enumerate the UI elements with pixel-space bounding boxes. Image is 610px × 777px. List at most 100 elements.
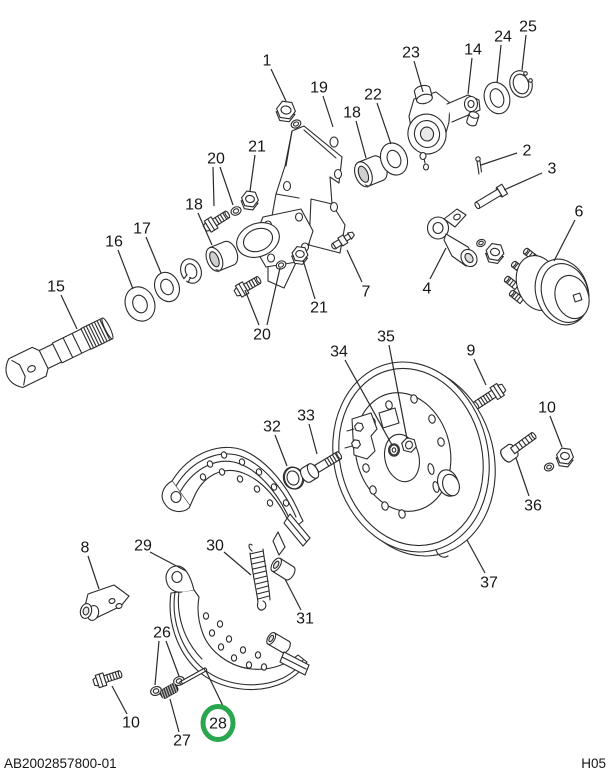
callout-part-10[interactable]: 10 <box>538 400 563 448</box>
callout-part-22[interactable]: 22 <box>364 87 392 145</box>
leader-line <box>244 289 260 326</box>
diagram-artwork <box>5 68 590 700</box>
part-washer-17 <box>153 271 181 303</box>
part-number: 1 <box>263 53 272 70</box>
callout-part-33[interactable]: 33 <box>297 408 318 455</box>
part-number: 27 <box>173 733 191 750</box>
part-number: 15 <box>47 279 65 296</box>
callout-part-8[interactable]: 8 <box>81 540 100 590</box>
part-bolt-20 <box>233 276 262 298</box>
leader-line <box>169 698 180 733</box>
callout-part-4[interactable]: 4 <box>423 247 447 298</box>
leader-line <box>145 236 162 274</box>
part-number: 30 <box>206 538 224 555</box>
part-number: 34 <box>330 344 348 361</box>
callout-part-34[interactable]: 34 <box>330 344 393 446</box>
leader-line <box>266 267 281 326</box>
callout-part-14[interactable]: 14 <box>464 42 482 95</box>
callout-part-18[interactable]: 18 <box>343 105 367 159</box>
part-camshaft-15 <box>5 317 114 389</box>
callout-part-7[interactable]: 7 <box>346 249 371 301</box>
part-washer <box>476 238 486 248</box>
callout-part-27[interactable]: 27 <box>169 698 191 750</box>
leader-line <box>205 670 225 709</box>
leader-line <box>473 358 487 386</box>
callout-part-31[interactable]: 31 <box>284 578 314 628</box>
callout-part-16[interactable]: 16 <box>105 234 134 290</box>
leader-line <box>223 551 252 576</box>
callout-part-21[interactable]: 21 <box>248 139 266 192</box>
part-roller-31 <box>270 557 296 581</box>
part-number: 8 <box>81 540 90 557</box>
part-slack-adjuster-23 <box>407 84 481 171</box>
part-bolt-36 <box>500 432 537 463</box>
part-number: 32 <box>263 419 281 436</box>
part-snap-ring-25 <box>509 68 535 98</box>
part-number: 25 <box>519 19 537 36</box>
part-number: 14 <box>464 42 482 59</box>
callout-part-21[interactable]: 21 <box>302 259 328 317</box>
callout-part-19[interactable]: 19 <box>310 80 334 128</box>
part-number: 26 <box>153 625 171 642</box>
part-brake-chamber-6 <box>503 247 590 326</box>
callout-part-37[interactable]: 37 <box>466 539 498 592</box>
part-washer-24 <box>483 81 511 115</box>
callout-part-30[interactable]: 30 <box>206 538 252 576</box>
part-number: 20 <box>207 151 225 168</box>
part-return-spring-30 <box>248 543 271 611</box>
callout-part-17[interactable]: 17 <box>133 221 162 274</box>
part-number: 29 <box>134 538 152 555</box>
part-clevis-pin-3 <box>474 183 509 210</box>
part-number: 9 <box>467 343 476 360</box>
leader-line <box>521 34 527 71</box>
callout-part-36[interactable]: 36 <box>515 457 542 515</box>
callout-part-9[interactable]: 9 <box>467 343 487 386</box>
part-number: 10 <box>122 715 140 732</box>
leader-line <box>466 539 486 574</box>
part-number: 36 <box>524 498 542 515</box>
callout-part-35[interactable]: 35 <box>377 329 408 440</box>
part-number: 6 <box>575 204 584 221</box>
callout-part-6[interactable]: 6 <box>553 204 584 262</box>
part-anchor-nut-35 <box>401 437 417 453</box>
callout-part-29[interactable]: 29 <box>134 538 187 572</box>
leader-line <box>284 578 302 611</box>
callout-part-23[interactable]: 23 <box>402 45 424 93</box>
callout-part-28[interactable]: 28 <box>200 670 236 742</box>
part-number: 21 <box>248 139 266 156</box>
part-lock-washer-20 <box>230 206 242 216</box>
part-washer <box>290 119 302 129</box>
leader-line <box>429 247 447 280</box>
leader-line <box>549 415 563 448</box>
highlight-circle <box>200 704 236 742</box>
callout-part-26[interactable]: 26 <box>153 625 180 686</box>
part-cotter-pin-2 <box>475 156 483 175</box>
part-spring-27 <box>159 682 179 700</box>
callout-part-20[interactable]: 20 <box>207 151 234 207</box>
part-number: 35 <box>377 329 395 346</box>
callout-part-10[interactable]: 10 <box>111 685 140 732</box>
part-number: 10 <box>538 400 556 417</box>
callout-part-25[interactable]: 25 <box>519 19 537 71</box>
part-number: 31 <box>296 611 314 628</box>
callout-part-3[interactable]: 3 <box>503 161 557 191</box>
document-number: AB2002857800-01 <box>4 756 117 771</box>
leader-line <box>480 152 518 166</box>
part-bolt-9 <box>473 382 507 410</box>
leader-line <box>388 344 408 440</box>
part-brake-shoe-upper <box>161 446 311 556</box>
part-number: 33 <box>297 408 315 425</box>
callout-part-2[interactable]: 2 <box>480 143 532 166</box>
callout-part-20[interactable]: 20 <box>244 267 281 344</box>
callout-part-32[interactable]: 32 <box>263 419 288 467</box>
callout-part-1[interactable]: 1 <box>263 53 287 102</box>
callout-part-18[interactable]: 18 <box>185 197 213 246</box>
callout-part-15[interactable]: 15 <box>47 279 78 330</box>
part-nut-10 <box>555 447 574 468</box>
leader-line <box>270 68 287 102</box>
callout-part-24[interactable]: 24 <box>494 29 512 84</box>
part-backing-plate-37 <box>332 361 496 558</box>
part-number: 24 <box>494 29 512 46</box>
